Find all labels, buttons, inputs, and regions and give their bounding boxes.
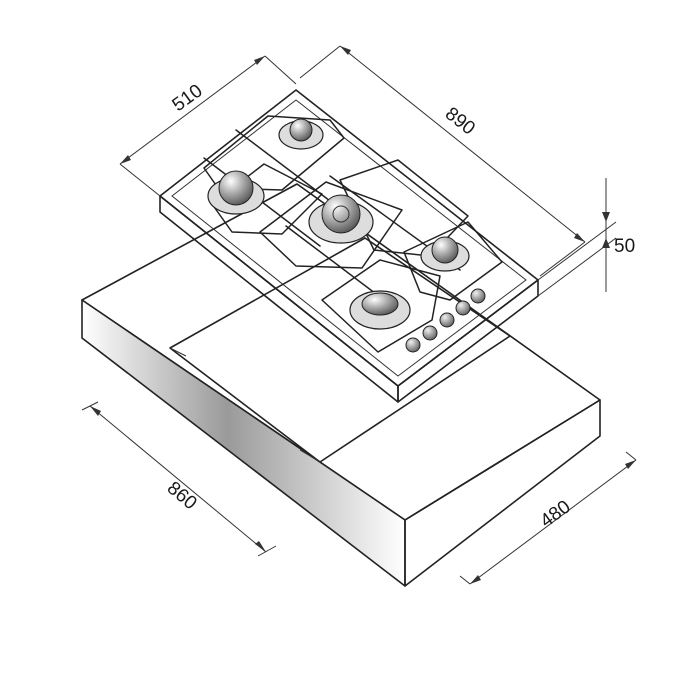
control-knob-icon[interactable]: [455, 300, 471, 316]
control-knobs: [405, 288, 486, 353]
control-knob-icon[interactable]: [422, 325, 438, 341]
gas-burner-icon: [321, 194, 361, 234]
control-knob-icon[interactable]: [439, 312, 455, 328]
countertop-side-face: [404, 399, 601, 587]
control-knob-icon[interactable]: [470, 288, 486, 304]
countertop: [81, 183, 601, 587]
dim-label-hob-height: 50: [614, 236, 635, 257]
burner-front: [349, 290, 411, 330]
dim-label-hob-depth: 510: [169, 80, 207, 116]
burner-right: [420, 236, 470, 272]
dim-label-hob-width: 890: [441, 103, 479, 139]
burner-rear-left: [278, 118, 324, 150]
cutout-opening: [169, 237, 511, 463]
burner-left: [207, 170, 265, 215]
control-knob-icon[interactable]: [405, 337, 421, 353]
dimension-cutout-depth: 480: [459, 451, 637, 585]
gas-burner-icon: [361, 292, 399, 316]
gas-burner-icon: [431, 236, 459, 264]
gas-burner-icon: [289, 118, 313, 142]
dim-label-cutout-width: 860: [163, 478, 201, 514]
dim-label-cutout-depth: 480: [537, 496, 575, 532]
gas-burner-icon: [218, 170, 254, 206]
burner-center-wok: [308, 194, 374, 244]
dimension-hob-height: 50: [537, 178, 635, 297]
